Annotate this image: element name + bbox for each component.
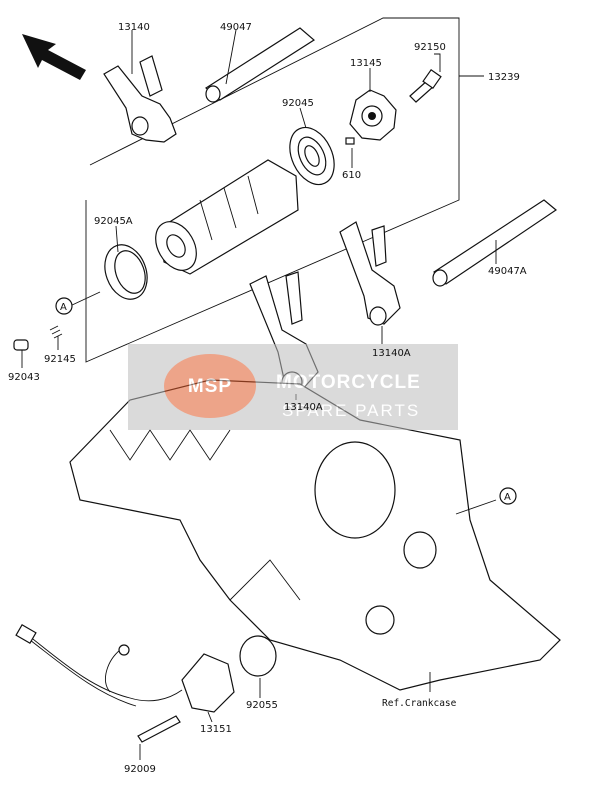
front-direction-arrow-icon: [22, 34, 86, 80]
label-13145: 13145: [350, 58, 382, 69]
screw-92009: [137, 715, 181, 743]
shift-fork-13140A-right: [339, 221, 401, 326]
reference-marker-a-right: [499, 487, 517, 505]
label-92150: 92150: [414, 42, 446, 53]
watermark: MSP MOTORCYCLE SPARE PARTS: [128, 344, 458, 430]
label-92145: 92145: [44, 354, 76, 365]
watermark-logo-text: MSP: [188, 376, 232, 397]
label-13140A-right: 13140A: [372, 348, 411, 359]
assembly-frame-13239: [85, 17, 460, 363]
spring-92145: [49, 325, 63, 339]
label-13151: 13151: [200, 724, 232, 735]
label-49047A: 49047A: [488, 266, 527, 277]
shift-drum-star-13145: [349, 89, 397, 141]
bearing-92045: [289, 126, 335, 186]
label-610: 610: [342, 170, 361, 181]
watermark-line1: MOTORCYCLE: [276, 372, 421, 393]
label-13140: 13140: [118, 22, 150, 33]
shift-rod-49047A: [432, 199, 557, 287]
shift-drum: [155, 159, 299, 275]
label-92045A: 92045A: [94, 216, 133, 227]
label-A-left: A: [60, 302, 67, 313]
label-92009: 92009: [124, 764, 156, 775]
pin-610: [345, 137, 355, 145]
reference-marker-a-left: [55, 297, 73, 315]
bolt-92150: [409, 68, 442, 103]
label-92045: 92045: [282, 98, 314, 109]
shift-rod-49047: [204, 27, 316, 103]
label-ref-crankcase: Ref.Crankcase: [382, 698, 457, 709]
shift-fork-13140: [103, 55, 177, 143]
label-13140A-center: 13140A: [284, 402, 323, 413]
leader-lines: [21, 29, 497, 760]
label-49047: 49047: [220, 22, 252, 33]
o-ring-92055: [239, 635, 277, 677]
label-92043: 92043: [8, 372, 40, 383]
gear-position-sensor-13151: [15, 623, 235, 713]
cap-92043: [13, 339, 29, 351]
label-13239: 13239: [488, 72, 520, 83]
label-A-right: A: [504, 492, 511, 503]
bearing-92045A: [104, 244, 148, 300]
watermark-line2: SPARE PARTS: [282, 401, 420, 420]
label-92055: 92055: [246, 700, 278, 711]
